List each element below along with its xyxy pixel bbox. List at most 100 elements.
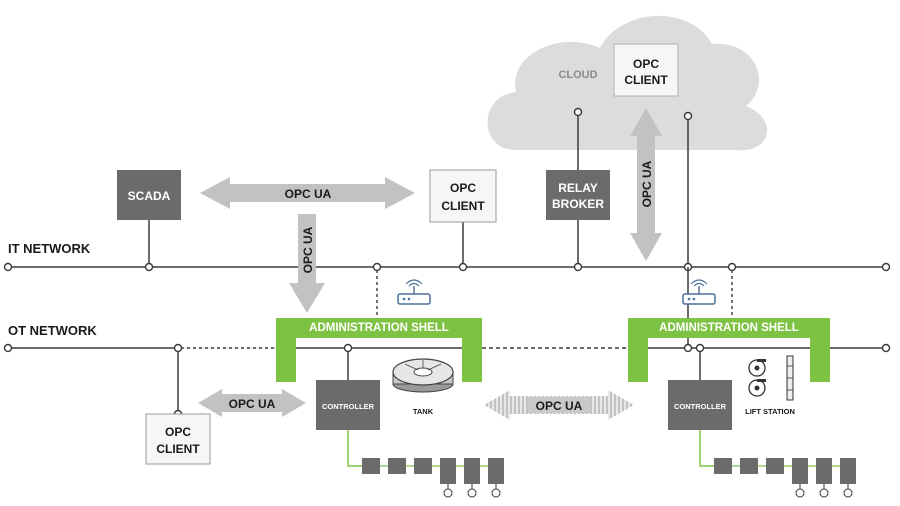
cloud-right-connection (683, 111, 693, 348)
it-opc-client-junction (458, 262, 468, 272)
tank-icon: TANK (392, 358, 454, 416)
cloud: CLOUD OPC CLIENT (487, 15, 768, 151)
admin-shell-right-label: ADMINISTRATION SHELL (659, 322, 799, 334)
router-led (687, 297, 691, 301)
arrow-ot-client-controller: OPC UA (198, 389, 306, 417)
relay-broker-line1: RELAY (558, 181, 598, 195)
ot-opc-client-line1: OPC (165, 425, 191, 439)
router-wave (693, 282, 705, 287)
cloud-right-junction-top (683, 111, 693, 121)
it-opc-client-node: OPC CLIENT (429, 169, 497, 272)
router-links (372, 262, 737, 318)
arrow-shell-to-shell: OPC UA (484, 390, 634, 420)
controller-left-label: CONTROLLER (322, 402, 375, 411)
it-network-label: IT NETWORK (8, 241, 91, 256)
io-modules-left (362, 458, 504, 498)
admin-shell-right: ADMINISTRATION SHELL (628, 318, 830, 382)
scada-label: SCADA (128, 189, 171, 203)
down-arrow-shape (289, 214, 325, 313)
ot-endpoint-right (881, 343, 891, 353)
controller-right-box[interactable] (668, 380, 732, 430)
vertical-double-arrow-shape (630, 108, 662, 261)
tank-rib (427, 363, 442, 371)
ot-opc-client-box[interactable] (145, 413, 211, 465)
arrow-scada-opc-client: OPC UA (200, 177, 415, 209)
arrow-shell-to-shell-label: OPC UA (536, 399, 583, 413)
arrow-cloud-link-label: OPC UA (640, 160, 654, 207)
controller-right-node: CONTROLLER (668, 343, 732, 467)
tank-rib (404, 363, 419, 371)
it-opc-client-box[interactable] (429, 169, 497, 223)
pump-upper-outlet (757, 359, 766, 362)
scada-junction (144, 262, 154, 272)
io-module (792, 458, 808, 484)
router-wave (690, 279, 708, 285)
ot-opc-client-line2: CLIENT (156, 442, 200, 456)
controller-right-io-link (699, 430, 714, 467)
controller-left-io-link (347, 430, 362, 467)
io-module (362, 458, 380, 474)
relay-junction (573, 262, 583, 272)
io-module (488, 458, 504, 484)
admin-shell-left: ADMINISTRATION SHELL (276, 318, 482, 382)
wifi-router-icon (397, 279, 431, 305)
arrow-shell-to-shell-label-bg (528, 397, 590, 413)
ot-endpoint-left (3, 343, 13, 353)
cloud-label: CLOUD (558, 69, 597, 81)
router-wave (405, 279, 423, 285)
double-arrow-shape (198, 389, 306, 417)
lift-station-label: LIFT STATION (745, 407, 795, 416)
ot-network: OT NETWORK (3, 323, 891, 353)
it-opc-client-line1: OPC (450, 181, 476, 195)
arrow-it-to-shell-label: OPC UA (301, 226, 315, 273)
scada-node: SCADA (117, 170, 181, 272)
tank-label: TANK (413, 407, 434, 416)
cloud-opc-client-line1: OPC (633, 57, 659, 71)
controller-left-junction (343, 343, 353, 353)
router-led (692, 297, 696, 301)
io-module (414, 458, 432, 474)
cloud-opc-client-line2: CLIENT (624, 73, 668, 87)
admin-shell-left-label: ADMINISTRATION SHELL (309, 322, 449, 334)
ot-opc-client-node: OPC CLIENT (145, 343, 211, 465)
arrow-ot-client-controller-label: OPC UA (229, 397, 276, 411)
arrow-scada-opc-client-label: OPC UA (285, 187, 332, 201)
cloud-opc-client-box[interactable] (613, 43, 679, 97)
admin-shell-right-frame (628, 318, 830, 382)
pump-lower-hub (754, 385, 760, 391)
controller-left-box[interactable] (316, 380, 380, 430)
left-router-it-junction (372, 262, 382, 272)
pump-icon (748, 359, 766, 397)
double-arrow-shape (200, 177, 415, 209)
router-wave (408, 282, 420, 287)
relay-broker-box[interactable] (546, 170, 610, 220)
io-module (740, 458, 758, 474)
sensor-icon (786, 355, 794, 401)
io-modules-right (714, 458, 856, 498)
right-router-it-junction (727, 262, 737, 272)
io-module (816, 458, 832, 484)
it-endpoint-right (881, 262, 891, 272)
arrow-it-to-shell: OPC UA (289, 214, 325, 313)
io-module (388, 458, 406, 474)
valve-icon (795, 484, 853, 498)
controller-right-junction (683, 343, 693, 353)
io-module (766, 458, 784, 474)
admin-shell-left-frame (276, 318, 482, 382)
lift-station: LIFT STATION (745, 355, 795, 416)
controller-right-label: CONTROLLER (674, 402, 727, 411)
router-led (407, 297, 411, 301)
ot-network-label: OT NETWORK (8, 323, 97, 338)
io-module (464, 458, 480, 484)
scada-box[interactable] (117, 170, 181, 220)
relay-cloud-junction (573, 107, 583, 117)
router-led (402, 297, 406, 301)
controller-right-shell-junction (695, 343, 705, 353)
it-network: IT NETWORK (3, 241, 891, 272)
io-module (714, 458, 732, 474)
io-module (840, 458, 856, 484)
arrow-cloud-link: OPC UA (630, 108, 662, 261)
controller-left-node: CONTROLLER (316, 343, 380, 467)
relay-broker-node: RELAY BROKER (546, 107, 610, 272)
